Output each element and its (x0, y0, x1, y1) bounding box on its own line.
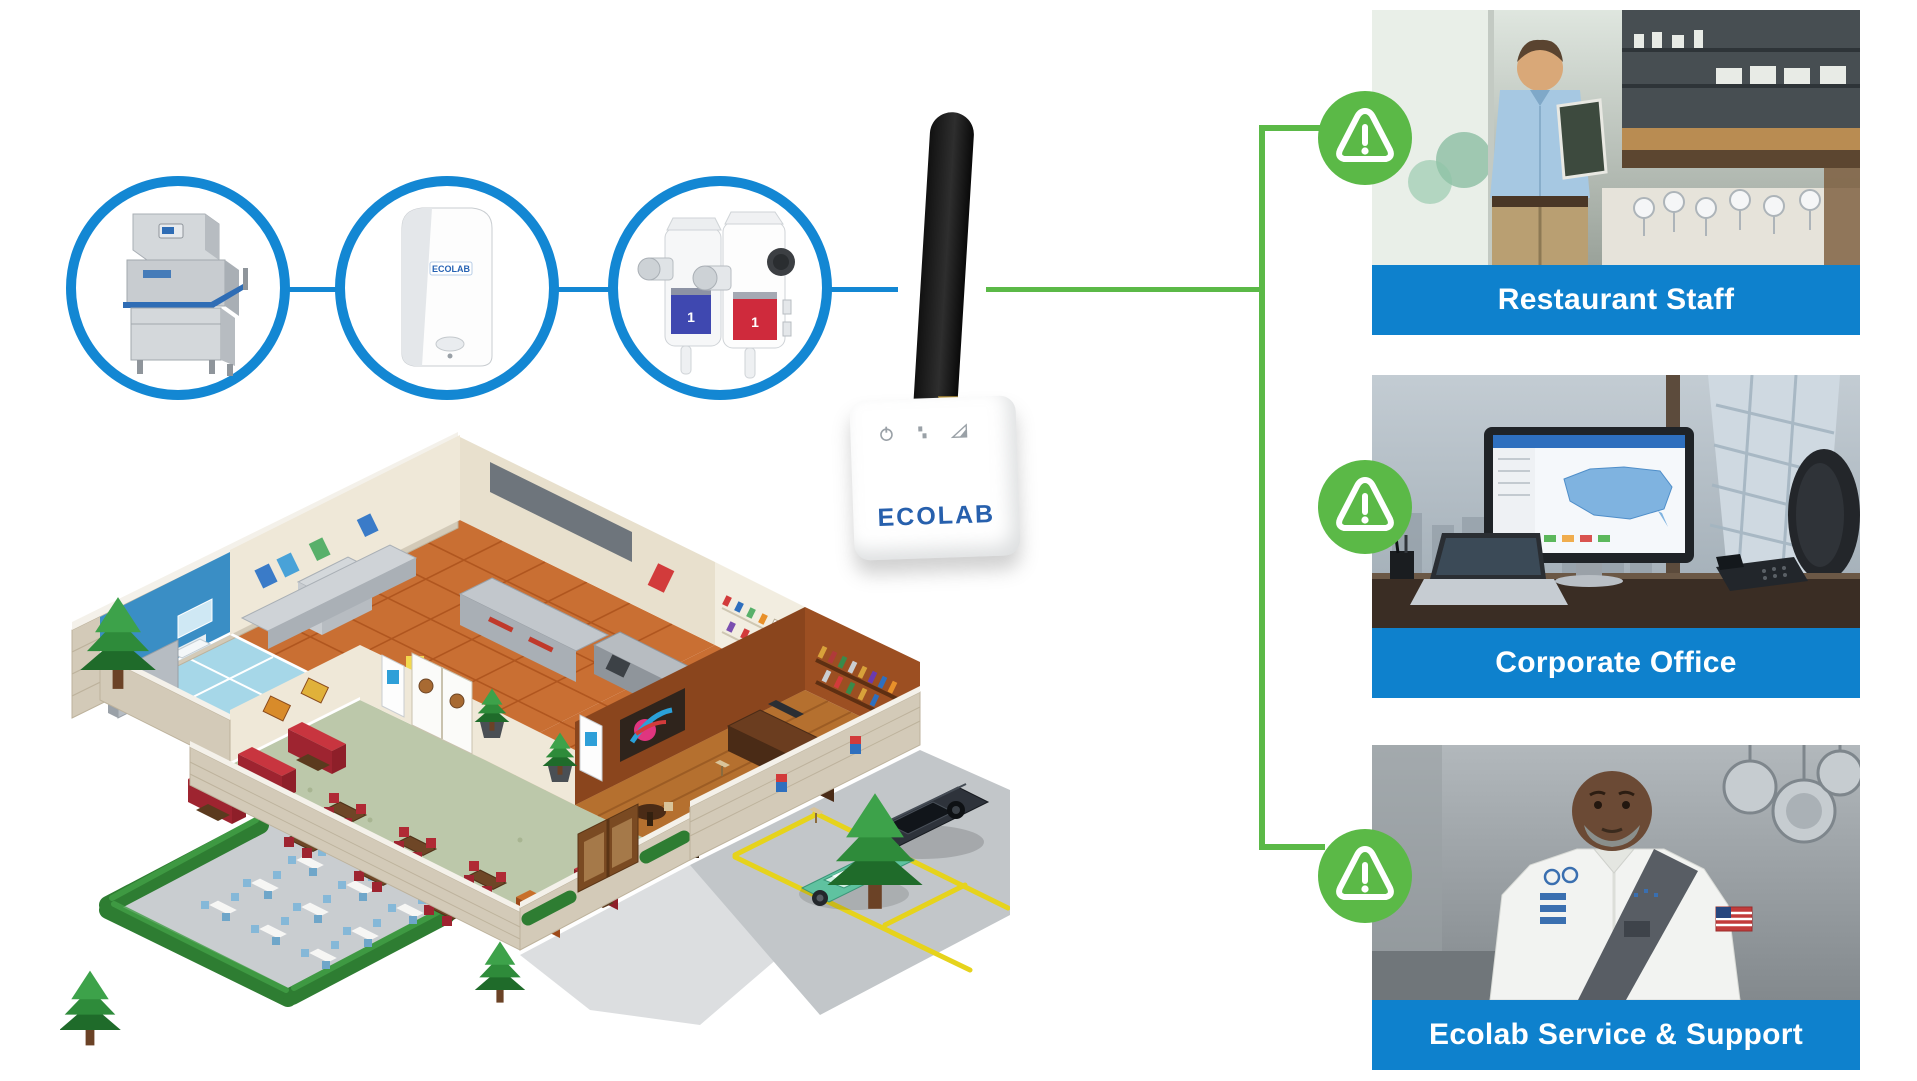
svg-text:1: 1 (687, 309, 695, 325)
outdoor-patio (99, 816, 455, 1007)
office-dashboard-photo (1372, 375, 1860, 628)
connector-blue-3 (828, 287, 898, 292)
banner-title: Restaurant Staff (1497, 283, 1735, 316)
banner-title: Ecolab Service & Support (1429, 1018, 1803, 1051)
kitchen-swing-doors (411, 652, 473, 755)
wall-posters (254, 513, 379, 589)
potted-plant (474, 688, 510, 738)
restaurant-manager-photo (1372, 10, 1860, 265)
connector-green-bottom (1259, 844, 1325, 850)
service-technician-figure (1489, 771, 1753, 1000)
alert-triangle-icon (1318, 91, 1412, 185)
alert-triangle-icon (1318, 460, 1412, 554)
chemical-pumps-illustration: 1 1 (637, 211, 795, 378)
abstract-art (620, 688, 685, 762)
power-icon (880, 426, 893, 441)
gateway-device: ECOLAB (849, 395, 1021, 561)
solid-dispenser-illustration: ECOLAB (401, 207, 493, 367)
us-flag-patch (1715, 906, 1753, 932)
gateway-indicators (878, 421, 1016, 442)
connector-blue-1 (288, 287, 340, 292)
dispenser-brand-label: ECOLAB (432, 264, 471, 274)
restaurant-manager-figure (1490, 39, 1608, 265)
connector-blue-2 (556, 287, 614, 292)
front-walls (99, 649, 921, 951)
connector-green-top (1259, 125, 1323, 131)
device-circle-chemical-pumps: 1 1 (608, 176, 832, 400)
uniform-logos (1540, 866, 1658, 924)
restaurant-building-illustration (60, 432, 1010, 1046)
connector-green-gateway (986, 287, 1265, 292)
wall-signs (776, 736, 861, 792)
hood-dishwasher-illustration (123, 213, 248, 376)
banner-restaurant-staff: Restaurant Staff (1372, 265, 1860, 335)
us-map-graphic (1563, 466, 1673, 520)
liquor-bottles (817, 645, 898, 707)
alert-triangle-icon (1318, 829, 1412, 923)
status-icon (918, 426, 927, 439)
device-circle-dishwasher (66, 176, 290, 400)
beverage-kiosk (381, 654, 405, 718)
card-corporate-office: Corporate Office (1372, 375, 1860, 698)
entrance-doors (577, 803, 639, 893)
card-restaurant-staff: Restaurant Staff (1372, 10, 1860, 335)
potted-plant (542, 732, 578, 782)
banner-ecolab-service: Ecolab Service & Support (1372, 1000, 1860, 1070)
kitchen (230, 435, 715, 712)
signal-bars-icon (950, 423, 968, 439)
device-circle-solid-dispenser: ECOLAB (335, 176, 559, 400)
banner-title: Corporate Office (1495, 646, 1737, 679)
banner-corporate-office: Corporate Office (1372, 628, 1860, 698)
beverage-kiosk (579, 714, 603, 782)
svg-text:1: 1 (751, 314, 759, 330)
dining-room (188, 645, 632, 938)
card-ecolab-service: Ecolab Service & Support (1372, 745, 1860, 1070)
connector-green-trunk (1259, 125, 1265, 850)
service-technician-photo (1372, 745, 1860, 1000)
